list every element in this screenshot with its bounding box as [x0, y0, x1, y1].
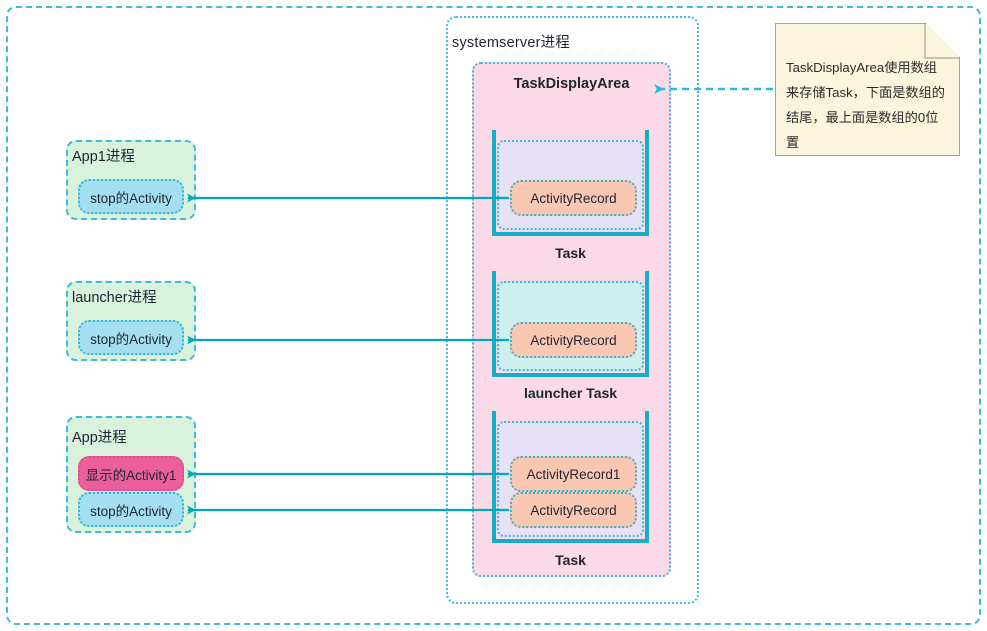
outer-frame [6, 6, 981, 625]
systemserver-process-label: systemserver进程 [452, 35, 571, 51]
activityrecord1-pill[interactable]: ActivityRecord1 [510, 456, 637, 492]
activity-pill-stopped[interactable]: stop的Activity [78, 492, 184, 527]
process-label-launcher: launcher进程 [72, 290, 157, 306]
task-label-3: Task [555, 552, 586, 568]
activityrecord-pill[interactable]: ActivityRecord [510, 492, 637, 528]
activity-pill-stopped[interactable]: stop的Activity [78, 320, 184, 355]
taskdisplayarea-title: TaskDisplayArea [513, 76, 630, 92]
activity-pill-stopped[interactable]: stop的Activity [78, 179, 184, 214]
annotation-note: TaskDisplayArea使用数组来存储Task，下面是数组的结尾，最上面是… [775, 23, 960, 156]
task-label-1: Task [555, 245, 586, 261]
task-bracket-3 [492, 411, 649, 543]
task-bracket-1 [492, 130, 649, 236]
activity-pill-shown[interactable]: 显示的Activity1 [78, 456, 184, 491]
task-bracket-2 [492, 271, 649, 377]
task-label-2: launcher Task [523, 385, 618, 401]
process-label-app1: App1进程 [72, 149, 135, 165]
annotation-note-text: TaskDisplayArea使用数组来存储Task，下面是数组的结尾，最上面是… [786, 60, 945, 150]
note-fold-corner-icon [926, 23, 960, 57]
process-label-app: App进程 [72, 430, 127, 446]
activityrecord-pill[interactable]: ActivityRecord [510, 180, 637, 216]
activityrecord-pill[interactable]: ActivityRecord [510, 322, 637, 358]
